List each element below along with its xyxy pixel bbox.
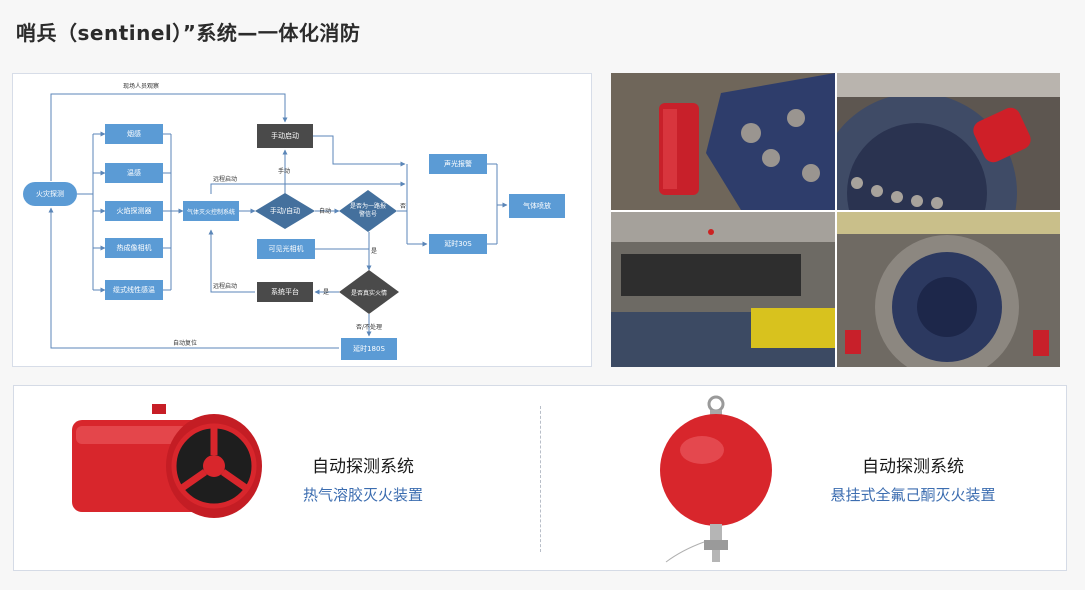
- right-product-title: 自动探测系统: [862, 457, 964, 477]
- node-visible-cam: 可见光相机: [257, 239, 315, 259]
- node-linear-temp: 缆式线性感温: [105, 280, 163, 300]
- photo-bottom-left: [611, 212, 835, 367]
- node-delay180: 延时180S: [341, 338, 397, 360]
- node-sys-platform: 系统平台: [257, 282, 313, 302]
- label-remote-start-1: 远程启动: [213, 176, 238, 183]
- flowchart-panel: 现场人员观察 远程启动 手动 自动 否 是 是 远程启动 否/不处理 自动复位 …: [12, 73, 592, 367]
- label-manual: 手动: [278, 168, 291, 175]
- node-temp: 温感: [105, 163, 163, 183]
- product-divider: [540, 406, 541, 552]
- aerosol-extinguisher-image: [66, 402, 266, 522]
- node-manual-auto: 手动/自动: [269, 207, 301, 215]
- node-real-fire: 是否真实火情: [350, 289, 387, 297]
- label-no: 否: [400, 203, 407, 210]
- node-first-alarm: 是否为一路报警信号: [350, 203, 387, 218]
- node-gas-ctrl: 气体灭火控制系统: [183, 201, 239, 221]
- right-product-text: 自动探测系统 悬挂式全氟己酮灭火装置: [820, 452, 1006, 505]
- label-auto: 自动: [319, 208, 332, 215]
- left-product-text: 自动探测系统 热气溶胶灭火装置: [298, 452, 428, 505]
- photo-top-right: [837, 73, 1060, 210]
- node-sound-light: 声光报警: [429, 154, 487, 174]
- photo-top-left: [611, 73, 835, 210]
- product-panel: 自动探测系统 热气溶胶灭火装置 自动探测系统 悬挂式全氟己酮灭火装置: [13, 385, 1067, 571]
- node-thermal-cam: 热成像相机: [105, 238, 163, 258]
- installation-photo-grid: [611, 73, 1060, 367]
- node-first-alarm-diamond: [339, 190, 397, 232]
- node-manual-start: 手动启动: [257, 124, 313, 148]
- label-yes-2: 是: [323, 289, 330, 296]
- left-product-title: 自动探测系统: [312, 457, 414, 477]
- node-smoke: 烟感: [105, 124, 163, 144]
- right-product-subtitle: 悬挂式全氟己酮灭火装置: [830, 486, 996, 504]
- label-yes: 是: [371, 248, 378, 255]
- node-gas-spray: 气体喷放: [509, 194, 565, 218]
- node-flame: 火焰探测器: [105, 201, 163, 221]
- label-no-process: 否/不处理: [356, 324, 383, 331]
- node-real-fire-diamond: [339, 270, 399, 314]
- node-manual-auto-diamond: [255, 193, 315, 229]
- page-title: 哨兵（sentinel）”系统—一体化消防: [16, 21, 361, 45]
- label-remote-start-2: 远程启动: [213, 283, 238, 290]
- node-delay30: 延时30S: [429, 234, 487, 254]
- left-product-subtitle: 热气溶胶灭火装置: [302, 486, 423, 504]
- photo-bottom-right: [837, 212, 1060, 367]
- label-top-observe: 现场人员观察: [123, 83, 160, 90]
- node-fire-detect: 火灾探测: [23, 182, 77, 206]
- label-auto-reset: 自动复位: [173, 340, 198, 347]
- suspended-extinguisher-image: [652, 392, 772, 570]
- flowchart-diagram: [48, 93, 508, 349]
